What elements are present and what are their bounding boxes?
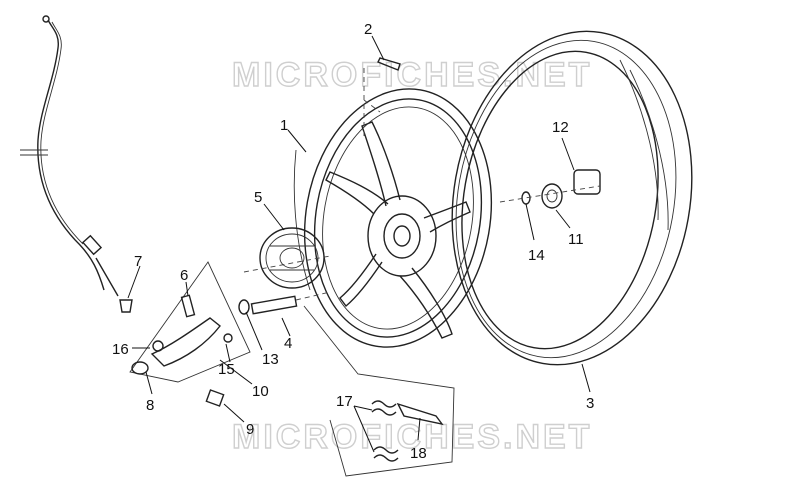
- hub-bearing-parts: [499, 169, 601, 209]
- callout-11: 11: [568, 231, 584, 248]
- callout-1: 1: [280, 117, 288, 134]
- valve-part: [363, 57, 401, 140]
- callout-17: 17: [336, 393, 353, 410]
- brake-lever-assembly: [119, 261, 251, 407]
- axle: [243, 255, 331, 315]
- callout-3: 3: [586, 395, 594, 412]
- brake-shoe: [259, 227, 325, 289]
- springs-and-clip: [303, 305, 455, 477]
- callout-5: 5: [254, 189, 262, 206]
- callout-13: 13: [262, 351, 279, 368]
- tyre: [451, 30, 693, 366]
- callout-9: 9: [246, 421, 254, 438]
- washer-13: [238, 299, 250, 315]
- wheel-rim: [293, 88, 493, 348]
- leader-lines: [127, 35, 591, 453]
- callout-16: 16: [112, 341, 129, 358]
- brake-cable: [20, 15, 119, 297]
- callout-4: 4: [284, 335, 292, 352]
- watermark-top: MICROFICHES.NET: [232, 56, 592, 94]
- callout-10: 10: [252, 383, 269, 400]
- watermark-bottom: MICROFICHES.NET: [232, 418, 592, 456]
- callout-6: 6: [180, 267, 188, 284]
- callout-2: 2: [364, 21, 372, 38]
- callout-15: 15: [218, 361, 235, 378]
- callout-labels: 1 2 3 4 5 6 7 8 9 10 11 12 13 14 15 16 1…: [112, 21, 594, 462]
- callout-7: 7: [134, 253, 142, 270]
- callout-14: 14: [528, 247, 545, 264]
- callout-12: 12: [552, 119, 569, 136]
- callout-8: 8: [146, 397, 154, 414]
- callout-18: 18: [410, 445, 427, 462]
